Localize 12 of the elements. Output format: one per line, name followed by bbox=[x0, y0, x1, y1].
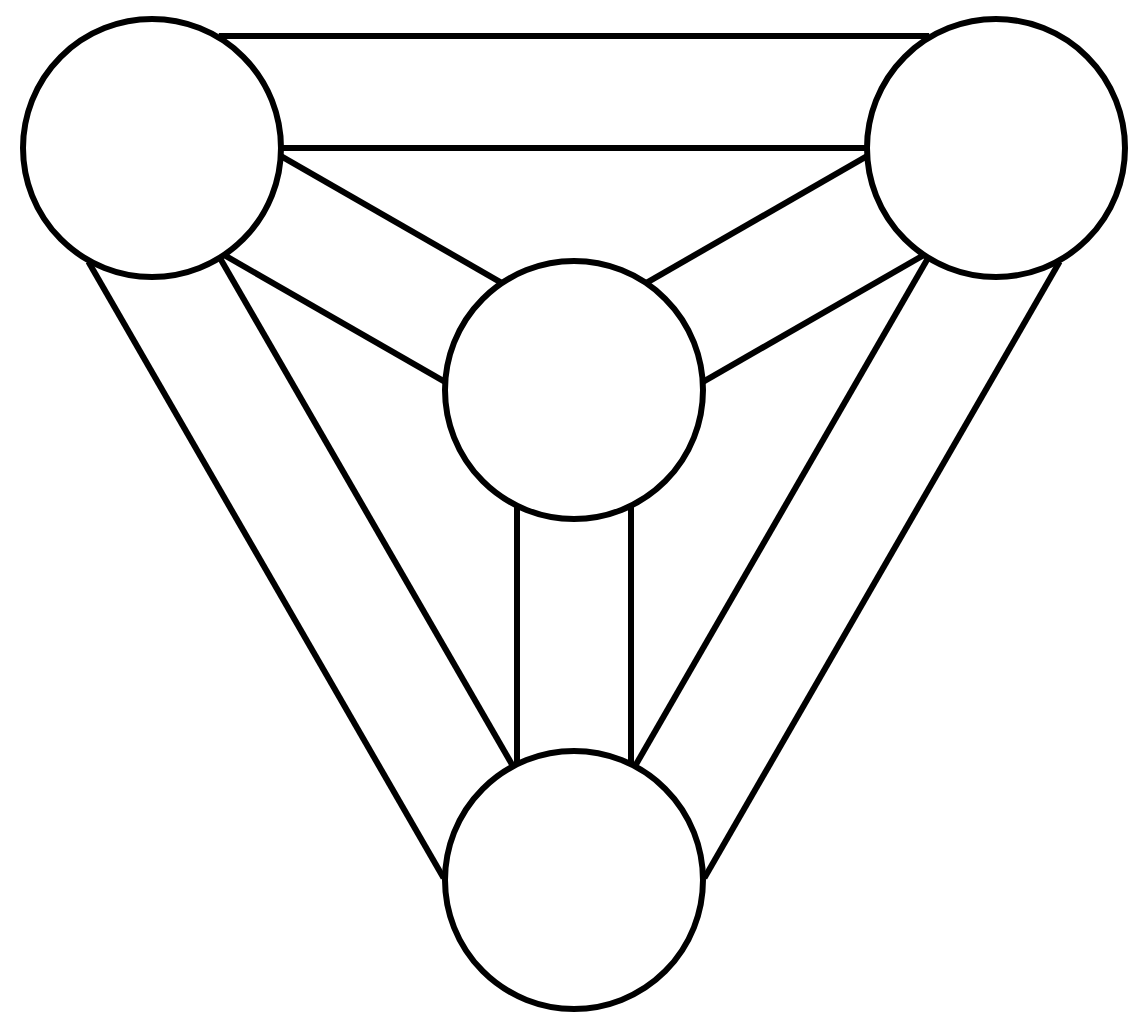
connector-line bbox=[217, 256, 516, 768]
connector-line bbox=[701, 260, 1063, 880]
connector-line bbox=[222, 252, 447, 385]
connector-line bbox=[632, 256, 931, 768]
connector-line bbox=[701, 252, 926, 385]
connector-line bbox=[281, 145, 867, 151]
connector-line bbox=[218, 33, 930, 39]
connector-line bbox=[279, 153, 504, 286]
connector-line bbox=[628, 506, 634, 764]
connector-line bbox=[514, 506, 520, 764]
connector-line bbox=[85, 260, 447, 880]
connector-line bbox=[644, 153, 869, 286]
